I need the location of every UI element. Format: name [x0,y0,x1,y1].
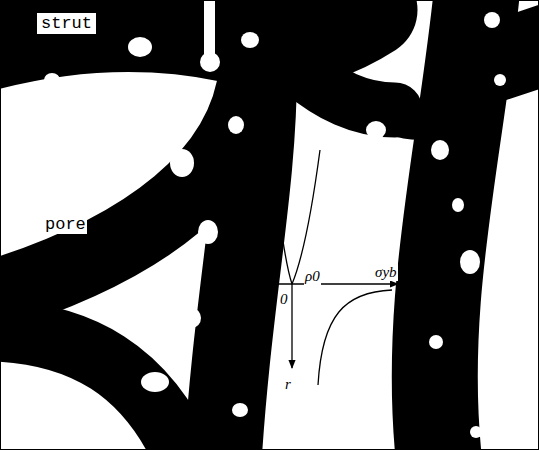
stress-graph [272,150,398,385]
cell-holes [44,0,506,438]
origin-label: 0 [279,291,289,308]
axis-symbol: r [284,376,292,393]
part-label: strut [36,12,97,35]
axis-symbol: σyb [374,264,398,281]
axis-symbol: ρ0 [304,268,321,285]
region-label: pore [44,215,87,234]
